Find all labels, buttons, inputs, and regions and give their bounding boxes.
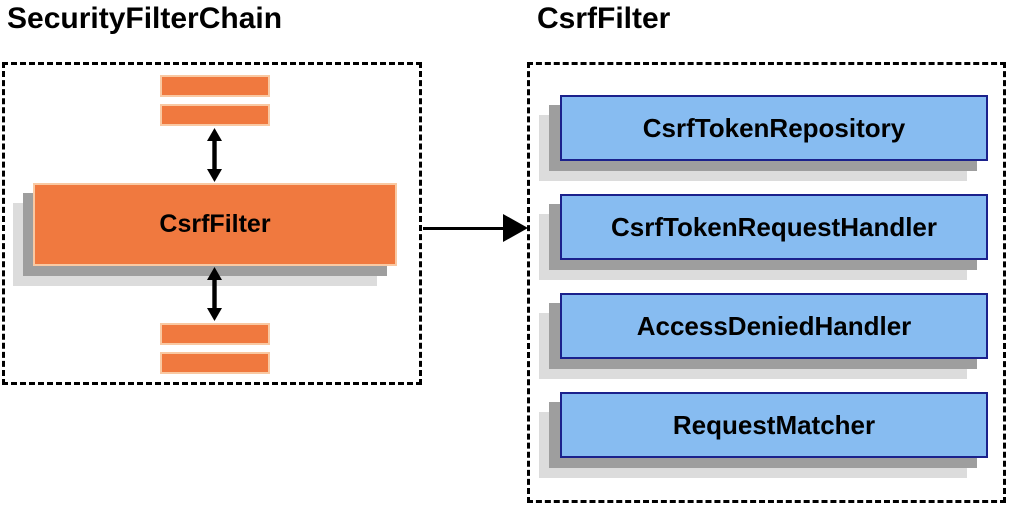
component-box-access-denied-handler: AccessDeniedHandler (560, 293, 988, 359)
component-label: CsrfTokenRequestHandler (610, 211, 938, 242)
component-label: RequestMatcher (672, 409, 876, 440)
flow-arrow-line (423, 227, 505, 230)
filter-placeholder-bar (160, 323, 270, 345)
csrf-filter-title: CsrfFilter (537, 2, 671, 35)
double-arrow-icon (207, 267, 222, 321)
component-box-csrf-token-repository: CsrfTokenRepository (560, 95, 988, 161)
security-filter-chain-box (2, 62, 422, 385)
filter-placeholder-bar (160, 352, 270, 374)
component-box-request-matcher: RequestMatcher (560, 392, 988, 458)
component-box-csrf-token-request-handler: CsrfTokenRequestHandler (560, 194, 988, 260)
security-filter-chain-title: SecurityFilterChain (7, 2, 283, 35)
filter-placeholder-bar (160, 104, 270, 126)
flow-arrow-icon (503, 214, 528, 242)
double-arrow-icon (207, 128, 222, 182)
filter-placeholder-bar (160, 75, 270, 97)
csrf-filter-label: CsrfFilter (159, 210, 271, 238)
component-label: AccessDeniedHandler (636, 310, 912, 341)
csrf-filter-box: CsrfFilter (33, 183, 397, 266)
component-label: CsrfTokenRepository (642, 112, 906, 143)
csrf-filter-components-box (527, 62, 1006, 503)
